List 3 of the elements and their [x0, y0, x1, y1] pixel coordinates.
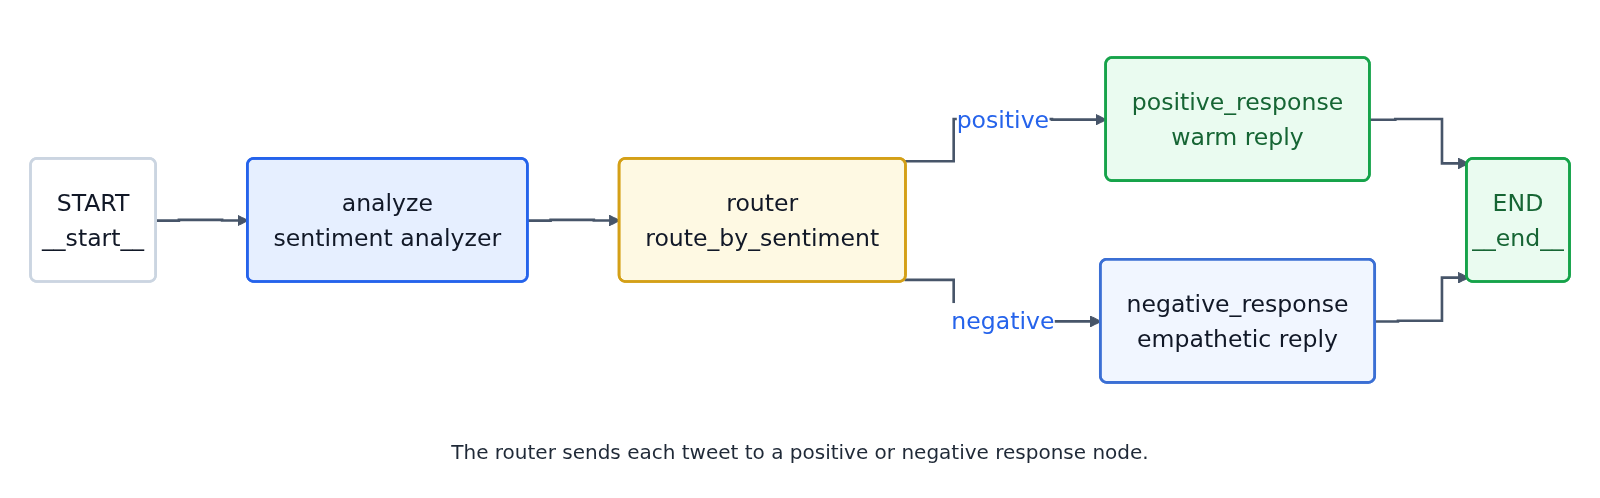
caption: The router sends each tweet to a positive or negative response node.	[451, 440, 1149, 464]
edge-label: negative	[951, 307, 1055, 335]
edge-label: positive	[956, 105, 1050, 133]
